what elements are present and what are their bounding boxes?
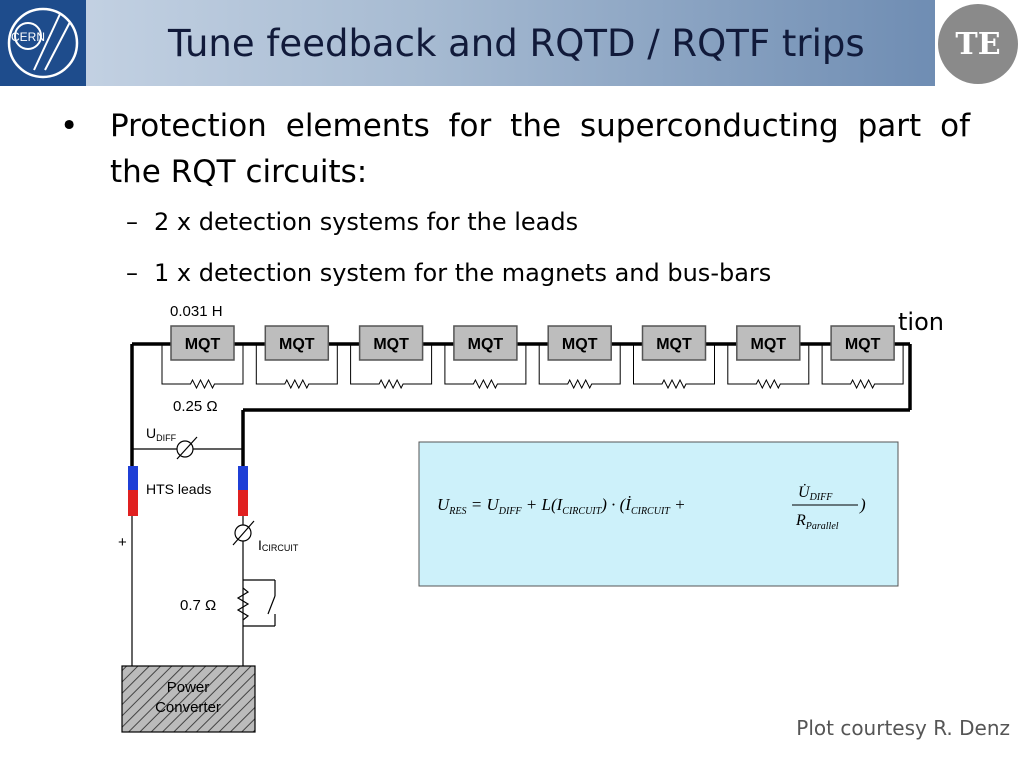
mqt-magnet <box>170 325 235 361</box>
power-converter <box>121 665 256 733</box>
te-logo: TE <box>938 4 1018 84</box>
mqt-label: MQT <box>185 336 221 353</box>
plus-label: + <box>118 534 127 551</box>
svg-text:): ) <box>859 495 866 514</box>
svg-text:CERN: CERN <box>11 30 45 44</box>
svg-text:UDIFF: UDIFF <box>146 425 177 443</box>
icircuit-sub: CIRCUIT <box>262 543 299 553</box>
svg-text:URES = UDIFF + L(ICIRCUIT) · (: URES = UDIFF + L(ICIRCUIT) · (İCIRCUIT + <box>437 495 686 517</box>
mqt-magnet <box>736 325 801 361</box>
mqt-label: MQT <box>468 336 504 353</box>
title-bar: CERN Tune feedback and RQTD / RQTF trips <box>0 0 935 86</box>
icircuit-label: I <box>258 537 262 553</box>
formula-box <box>418 441 899 587</box>
partial-text: tion <box>898 308 944 336</box>
mqt-magnet <box>264 325 330 361</box>
bullet-dot: • <box>60 108 79 144</box>
hts-lead-right-red <box>238 490 248 516</box>
udiff-label: U <box>146 425 156 441</box>
slide-title: Tune feedback and RQTD / RQTF trips <box>168 22 865 65</box>
mqt-magnet <box>453 325 518 361</box>
hts-lead-left-red <box>128 490 138 516</box>
parallel-resistor <box>161 344 244 390</box>
mqt-label: MQT <box>562 336 598 353</box>
parallel-resistor-label: 0.25 Ω <box>173 398 218 415</box>
hts-lead-right-blue <box>238 466 248 490</box>
sub-bullet-2: –1 x detection system for the magnets an… <box>126 259 772 287</box>
svg-text:RParallel: RParallel <box>795 512 839 532</box>
parallel-resistor <box>821 344 904 390</box>
udiff-sub: DIFF <box>156 433 176 443</box>
parallel-resistor <box>350 344 433 390</box>
mqt-magnet <box>547 325 612 361</box>
dump-resistor <box>236 587 250 621</box>
resistor-label: 0.7 Ω <box>180 597 216 614</box>
parallel-resistor <box>633 344 715 390</box>
parallel-resistor <box>444 344 527 390</box>
cern-logo: CERN <box>0 0 86 86</box>
mqt-magnet <box>358 325 424 361</box>
parallel-resistor <box>255 344 338 390</box>
hts-label: HTS leads <box>146 481 211 497</box>
power-converter-label-2: Converter <box>155 699 221 716</box>
mqt-magnet <box>641 325 707 361</box>
mqt-magnet <box>830 325 895 361</box>
svg-text:U̇DIFF: U̇DIFF <box>798 484 833 503</box>
parallel-resistor <box>538 344 621 390</box>
mqt-label: MQT <box>751 336 787 353</box>
main-bullet: • Protection elements for the supercondu… <box>60 103 970 195</box>
svg-text:ICIRCUIT: ICIRCUIT <box>258 537 299 553</box>
inductance-label: 0.031 H <box>170 303 223 320</box>
sub-bullet-2-text: 1 x detection system for the magnets and… <box>154 259 772 287</box>
sub-bullet-1: –2 x detection systems for the leads <box>126 208 579 236</box>
mqt-label: MQT <box>845 336 881 353</box>
sub-bullet-1-text: 2 x detection systems for the leads <box>154 208 579 236</box>
formula: URES = UDIFF + L(ICIRCUIT) · (İCIRCUIT +… <box>437 484 866 532</box>
parallel-resistor <box>727 344 810 390</box>
mqt-label: MQT <box>656 336 692 353</box>
mqt-label: MQT <box>279 336 315 353</box>
magnet-chain: MQT MQT MQT MQT MQT MQT MQT MQT <box>161 325 904 390</box>
bypass-switch <box>267 595 276 615</box>
plot-courtesy: Plot courtesy R. Denz <box>796 716 1010 740</box>
main-bullet-text: Protection elements for the superconduct… <box>110 108 970 190</box>
mqt-label: MQT <box>373 336 409 353</box>
power-converter-label-1: Power <box>167 679 210 696</box>
hts-lead-left-blue <box>128 466 138 490</box>
